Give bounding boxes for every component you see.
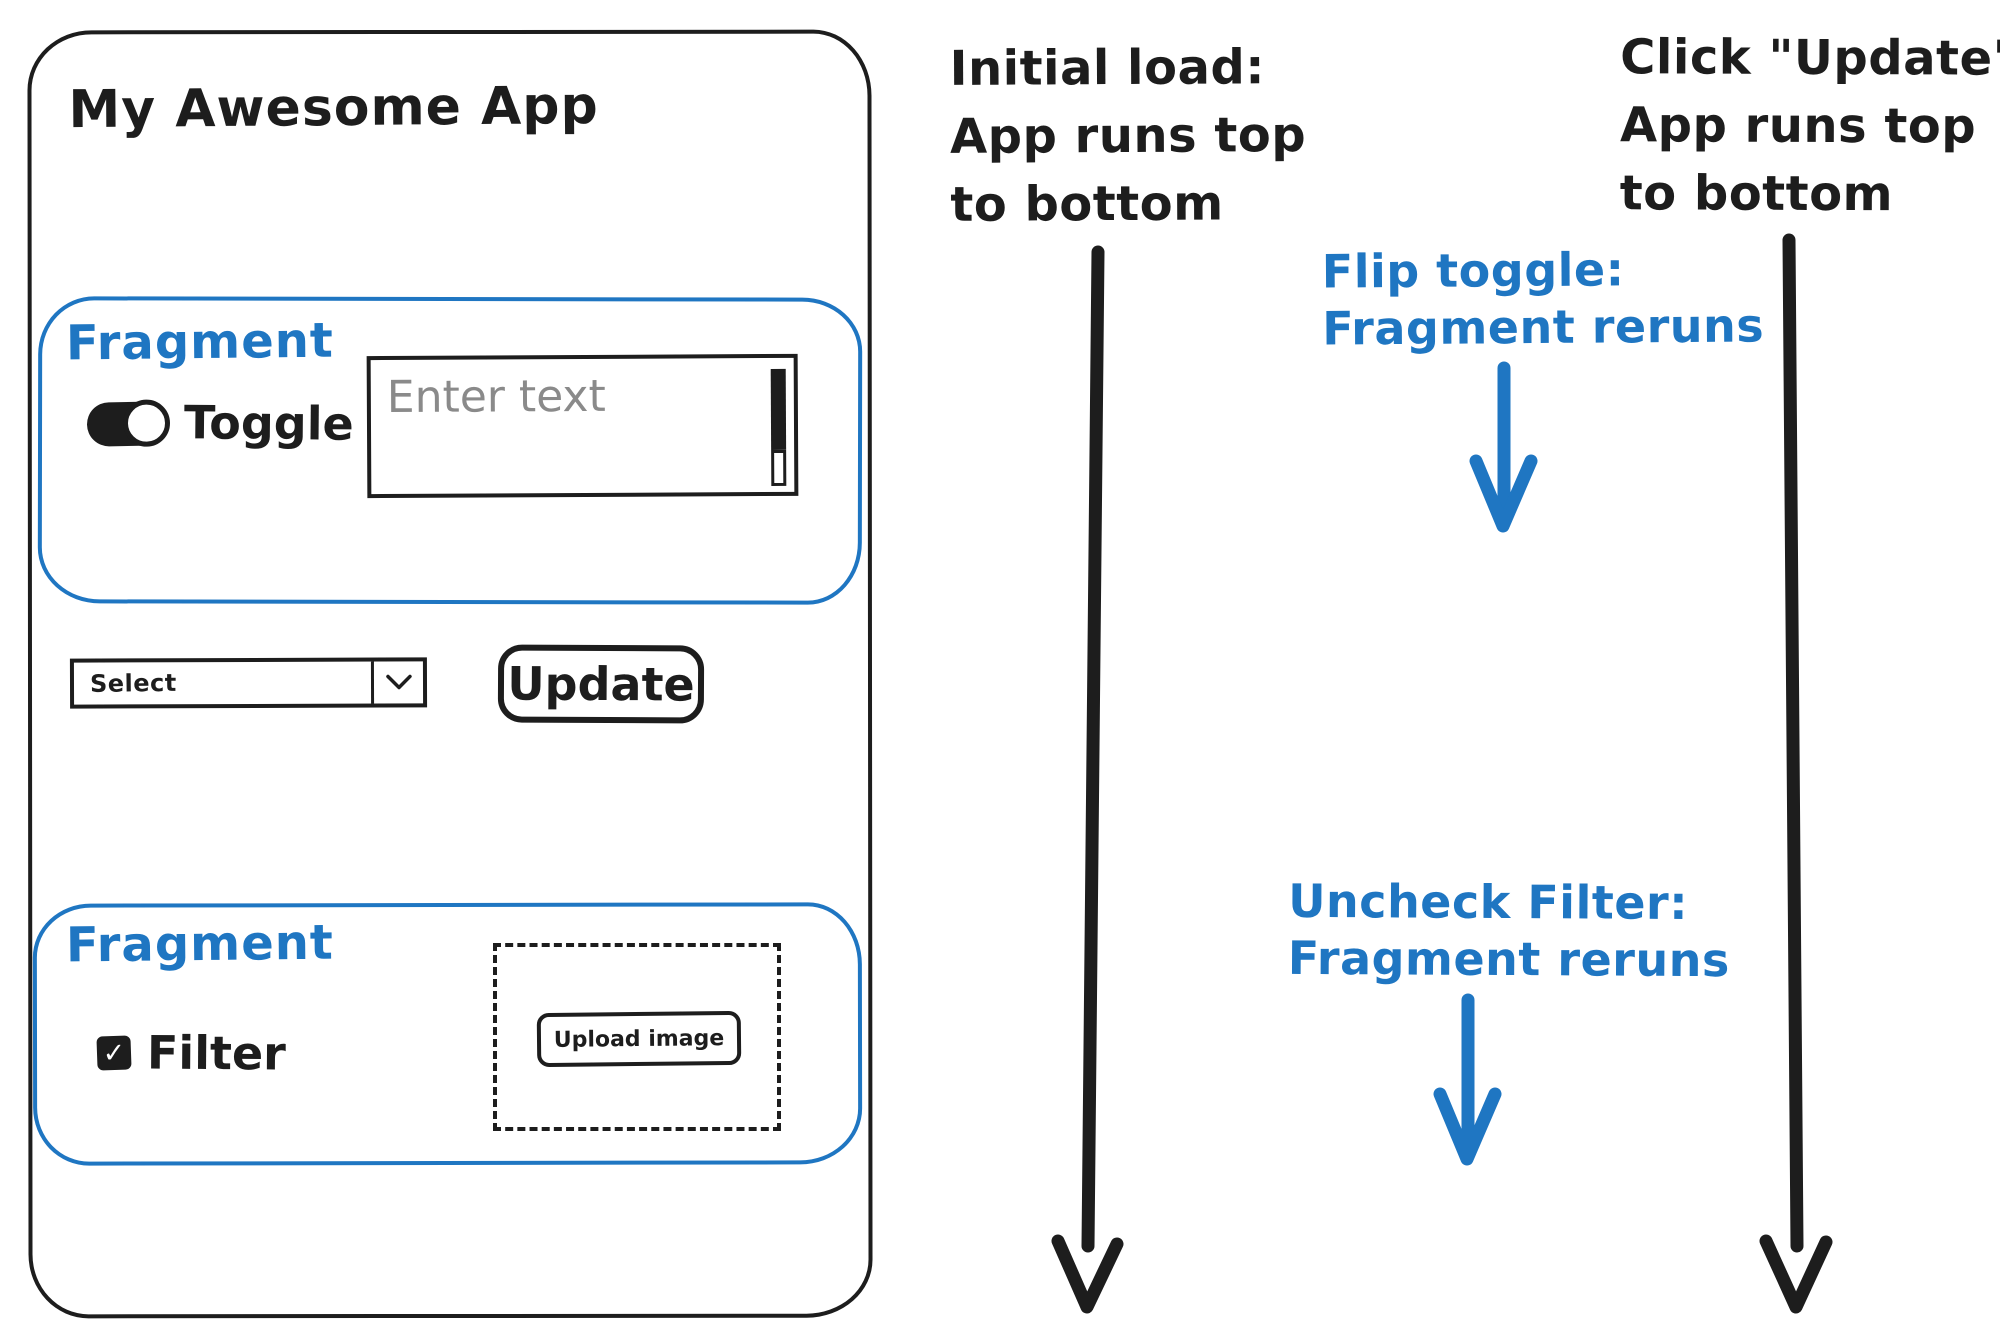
scrollbar-thumb[interactable] bbox=[770, 368, 787, 451]
update-button[interactable]: Update bbox=[497, 644, 705, 724]
annotation-line: Fragment reruns bbox=[1322, 298, 1765, 356]
chevron-down-icon bbox=[385, 674, 412, 690]
filter-checkbox-label: Filter bbox=[146, 1025, 287, 1081]
arrow-flip-toggle bbox=[1469, 361, 1538, 533]
annotation-uncheck-filter: Uncheck Filter: Fragment reruns bbox=[1288, 873, 1731, 989]
toggle-label: Toggle bbox=[183, 395, 354, 451]
select-value: Select bbox=[89, 668, 177, 698]
filter-checkbox[interactable]: ✓ bbox=[96, 1035, 132, 1071]
annotation-line: Fragment reruns bbox=[1287, 930, 1730, 988]
arrow-uncheck-filter bbox=[1433, 993, 1502, 1166]
scrollbar-track[interactable] bbox=[771, 449, 787, 487]
fragment-label-bottom: Fragment bbox=[65, 914, 335, 974]
annotation-click-update: Click "Update": App runs top to bottom bbox=[1620, 23, 2000, 228]
app-title: My Awesome App bbox=[68, 76, 599, 141]
update-button-label: Update bbox=[507, 656, 695, 712]
annotation-line: to bottom bbox=[950, 175, 1224, 233]
upload-dropzone[interactable] bbox=[493, 943, 781, 1131]
arrow-initial-load bbox=[1051, 245, 1124, 1314]
text-input-placeholder: Enter text bbox=[386, 370, 606, 424]
text-input-area[interactable]: Enter text bbox=[366, 353, 799, 499]
select-dropdown[interactable]: Select bbox=[69, 657, 428, 709]
annotation-initial-load: Initial load: App runs top to bottom bbox=[949, 33, 1306, 239]
annotation-line: App runs top bbox=[1619, 97, 1977, 155]
annotation-line: Flip toggle: bbox=[1321, 242, 1625, 299]
upload-image-button-label: Upload image bbox=[553, 1025, 725, 1053]
upload-image-button[interactable]: Upload image bbox=[536, 1010, 742, 1068]
annotation-line: Initial load: bbox=[949, 39, 1266, 97]
annotation-flip-toggle: Flip toggle: Fragment reruns bbox=[1322, 240, 1765, 357]
annotation-line: to bottom bbox=[1619, 165, 1894, 223]
checkmark-icon: ✓ bbox=[102, 1037, 126, 1069]
annotation-line: Click "Update": bbox=[1620, 29, 2000, 87]
annotation-line: App runs top bbox=[949, 107, 1307, 165]
arrow-click-update bbox=[1759, 233, 1833, 1314]
annotation-line: Uncheck Filter: bbox=[1288, 873, 1689, 930]
select-chevron-box[interactable] bbox=[370, 661, 424, 704]
scrollbar[interactable] bbox=[770, 368, 787, 487]
toggle-switch[interactable] bbox=[86, 399, 171, 448]
fragment-label-top: Fragment bbox=[65, 312, 335, 372]
